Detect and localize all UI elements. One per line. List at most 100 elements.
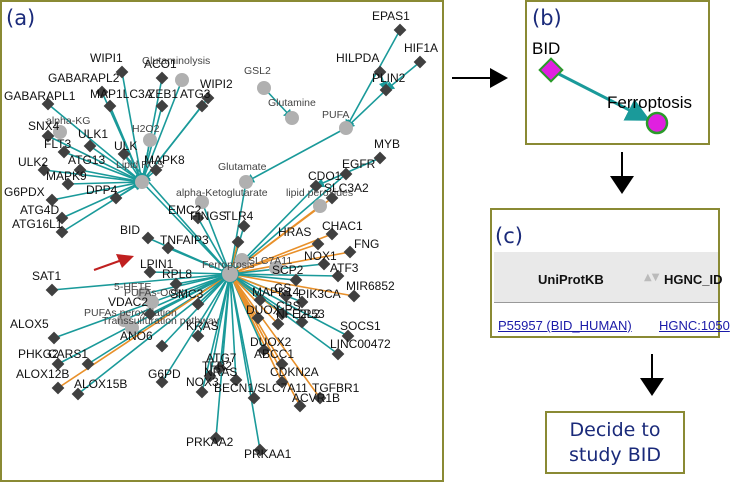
gene-node[interactable] [279, 289, 293, 303]
gene-node[interactable] [71, 387, 85, 401]
process-node[interactable] [175, 73, 189, 87]
gene-node[interactable] [251, 311, 265, 325]
gene-node[interactable] [237, 219, 251, 233]
uniprot-column-header[interactable]: UniProtKB [538, 272, 604, 287]
process-node[interactable] [285, 111, 299, 125]
hgnc-link[interactable]: HGNC:1050 [659, 318, 730, 333]
gene-label: TNFAIP3 [160, 233, 209, 247]
gene-node[interactable] [141, 231, 155, 245]
gene-node[interactable] [293, 399, 307, 413]
gene-node[interactable] [313, 391, 327, 405]
gene-node[interactable] [83, 139, 97, 153]
gene-node[interactable] [117, 147, 131, 161]
gene-node[interactable] [209, 431, 223, 445]
gene-node[interactable] [413, 55, 427, 69]
ferroptosis-hub-node[interactable] [222, 266, 238, 282]
gene-node[interactable] [373, 151, 387, 165]
gene-node[interactable] [275, 307, 289, 321]
gene-node[interactable] [331, 347, 345, 361]
process-node[interactable] [257, 81, 271, 95]
gene-node[interactable] [275, 375, 289, 389]
process-node[interactable] [53, 125, 67, 139]
gene-node[interactable] [339, 167, 353, 181]
gene-node[interactable] [379, 83, 393, 97]
gene-node[interactable] [51, 357, 65, 371]
gene-node[interactable] [347, 289, 361, 303]
process-node[interactable] [125, 321, 139, 335]
gene-node[interactable] [55, 211, 69, 225]
inhibition-edge [226, 243, 319, 281]
gene-node[interactable] [155, 71, 169, 85]
process-node[interactable] [313, 199, 327, 213]
gene-node[interactable] [155, 99, 169, 113]
gene-label: GABARAPL1 [4, 89, 76, 103]
gene-node[interactable] [143, 307, 157, 321]
gene-node[interactable] [247, 391, 261, 405]
bid-node[interactable] [538, 57, 564, 83]
process-node[interactable] [269, 261, 283, 275]
process-node[interactable] [145, 295, 159, 309]
process-node[interactable] [239, 175, 253, 189]
gene-node[interactable] [45, 193, 59, 207]
gene-node[interactable] [57, 145, 71, 159]
gene-node[interactable] [257, 343, 271, 357]
process-node[interactable] [195, 195, 209, 209]
gene-node[interactable] [37, 163, 51, 177]
gene-node[interactable] [109, 191, 123, 205]
gene-node[interactable] [191, 297, 205, 311]
gene-label: G6PD [148, 367, 181, 381]
gene-node[interactable] [331, 269, 345, 283]
gene-node[interactable] [229, 373, 243, 387]
gene-node[interactable] [201, 91, 215, 105]
gene-node[interactable] [231, 235, 245, 249]
gene-node[interactable] [191, 329, 205, 343]
gene-node[interactable] [51, 381, 65, 395]
gene-node[interactable] [373, 65, 387, 79]
gene-node[interactable] [325, 227, 339, 241]
gene-node[interactable] [195, 99, 209, 113]
gene-node[interactable] [45, 283, 59, 297]
gene-node[interactable] [295, 295, 309, 309]
gene-node[interactable] [325, 191, 339, 205]
gene-node[interactable] [81, 357, 95, 371]
gene-node[interactable] [47, 331, 61, 345]
gene-node[interactable] [309, 179, 323, 193]
gene-node[interactable] [275, 357, 289, 371]
sort-icon[interactable]: ▲▼ [644, 272, 660, 283]
gene-node[interactable] [311, 237, 325, 251]
gene-node[interactable] [73, 163, 87, 177]
gene-node[interactable] [295, 315, 309, 329]
ferroptosis-node[interactable] [645, 111, 669, 135]
gene-node[interactable] [161, 241, 175, 255]
gene-node[interactable] [253, 443, 267, 457]
gene-node[interactable] [155, 339, 169, 353]
gene-node[interactable] [195, 385, 209, 399]
decision-text: Decide to study BID [569, 418, 661, 468]
process-node[interactable] [339, 121, 353, 135]
gene-node[interactable] [341, 329, 355, 343]
hgnc-column-header[interactable]: HGNC_ID [664, 272, 723, 287]
gene-node[interactable] [61, 177, 75, 191]
gene-node[interactable] [41, 129, 55, 143]
gene-node[interactable] [213, 361, 227, 375]
gene-node[interactable] [203, 369, 217, 383]
gene-node[interactable] [143, 265, 157, 279]
gene-node[interactable] [169, 277, 183, 291]
gene-node[interactable] [155, 375, 169, 389]
gene-node[interactable] [271, 317, 285, 331]
gene-node[interactable] [317, 257, 331, 271]
gene-node[interactable] [55, 225, 69, 239]
gene-node[interactable] [343, 245, 357, 259]
process-node[interactable] [235, 253, 249, 267]
process-node[interactable] [143, 133, 157, 147]
activation-edge [143, 271, 232, 295]
bid-ferroptosis-panel: (b) BID Ferroptosis [525, 0, 710, 145]
uniprot-link[interactable]: P55957 (BID_HUMAN) [498, 318, 632, 333]
process-label: SLC7A11 [248, 255, 292, 267]
gene-node[interactable] [191, 211, 205, 225]
gene-node[interactable] [253, 293, 267, 307]
gene-node[interactable] [149, 163, 163, 177]
gene-node[interactable] [289, 273, 303, 287]
gene-node[interactable] [393, 23, 407, 37]
process-node[interactable] [135, 175, 149, 189]
